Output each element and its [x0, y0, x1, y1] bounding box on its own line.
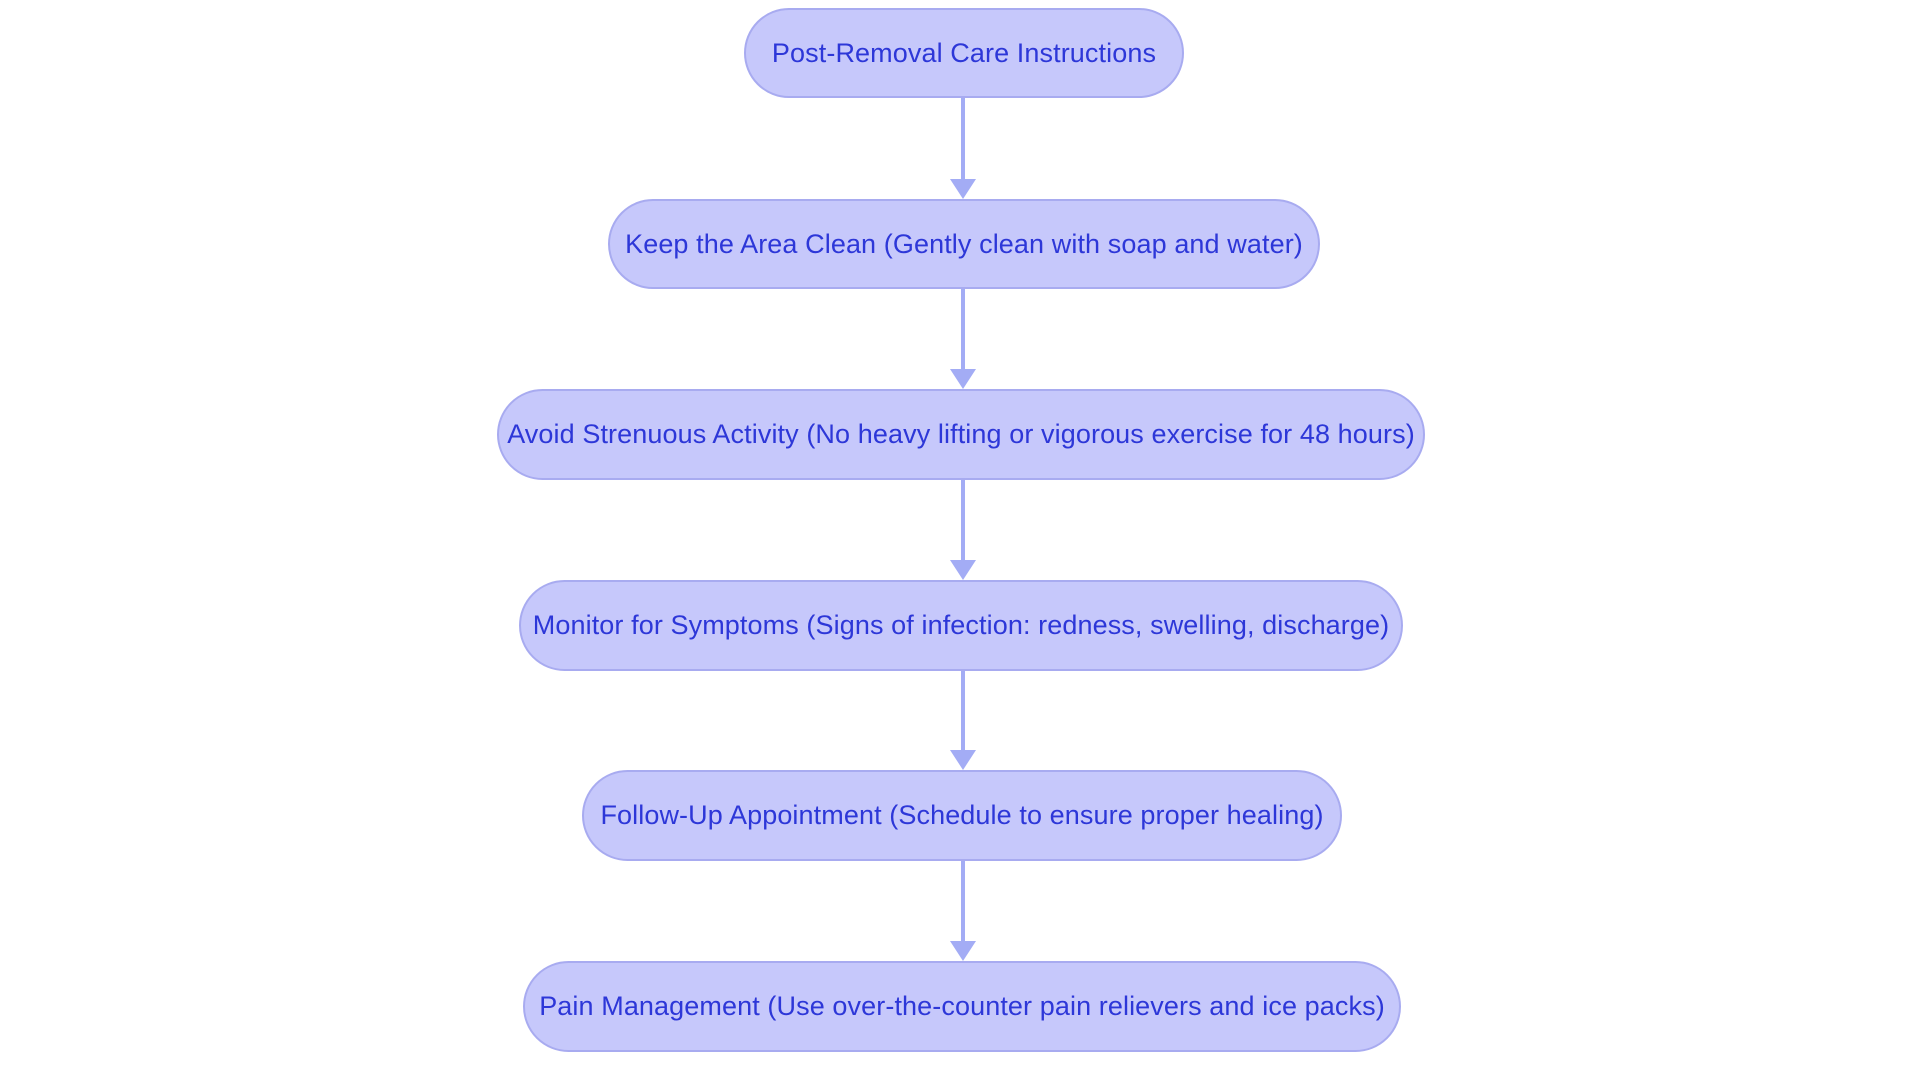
flowchart-node-3[interactable]: Avoid Strenuous Activity (No heavy lifti… — [497, 389, 1425, 480]
arrow-head-icon — [950, 560, 976, 580]
arrow-head-icon — [950, 750, 976, 770]
arrow-head-icon — [950, 179, 976, 199]
flowchart-node-6[interactable]: Pain Management (Use over-the-counter pa… — [523, 961, 1401, 1052]
arrow-stem — [961, 671, 965, 750]
flowchart-node-4[interactable]: Monitor for Symptoms (Signs of infection… — [519, 580, 1403, 671]
flowchart-node-1[interactable]: Post-Removal Care Instructions — [744, 8, 1184, 98]
node-label: Monitor for Symptoms (Signs of infection… — [532, 610, 1390, 640]
flowchart-node-2[interactable]: Keep the Area Clean (Gently clean with s… — [608, 199, 1320, 289]
arrow-stem — [961, 861, 965, 941]
node-label: Avoid Strenuous Activity (No heavy lifti… — [507, 419, 1415, 449]
flowchart-node-5[interactable]: Follow-Up Appointment (Schedule to ensur… — [582, 770, 1342, 861]
arrow-head-icon — [950, 941, 976, 961]
node-label: Pain Management (Use over-the-counter pa… — [539, 991, 1385, 1021]
node-label: Post-Removal Care Instructions — [771, 37, 1157, 68]
arrow-stem — [961, 480, 965, 560]
arrow-head-icon — [950, 369, 976, 389]
arrow-stem — [961, 289, 965, 369]
node-label: Keep the Area Clean (Gently clean with s… — [625, 228, 1303, 259]
arrow-stem — [961, 98, 965, 179]
node-label: Follow-Up Appointment (Schedule to ensur… — [600, 800, 1324, 830]
